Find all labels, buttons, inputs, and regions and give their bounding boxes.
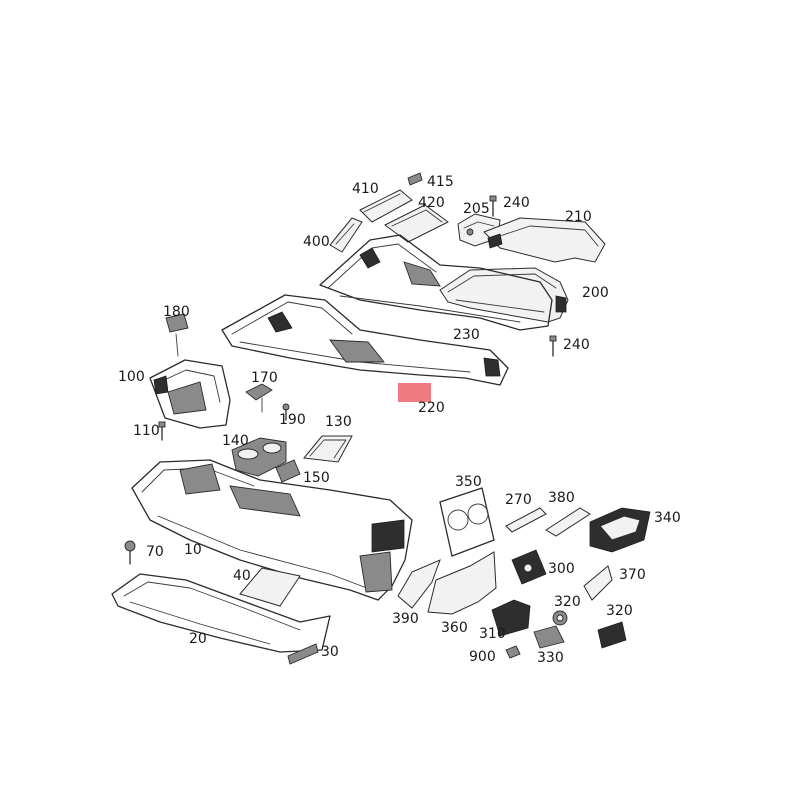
part-20-base-tray bbox=[111, 573, 331, 653]
part-270-strip bbox=[505, 507, 547, 533]
label-100: 100 bbox=[118, 369, 145, 385]
part-70-screw bbox=[124, 540, 136, 565]
part-380-strip bbox=[545, 507, 591, 537]
label-410: 410 bbox=[352, 181, 379, 197]
highlight-box bbox=[398, 383, 431, 402]
label-360: 360 bbox=[441, 620, 468, 636]
label-205: 205 bbox=[463, 201, 490, 217]
label-210: 210 bbox=[565, 209, 592, 225]
label-180: 180 bbox=[163, 304, 190, 320]
label-400: 400 bbox=[303, 234, 330, 250]
part-900-small-part bbox=[505, 645, 521, 659]
label-340: 340 bbox=[654, 510, 681, 526]
label-170: 170 bbox=[251, 370, 278, 386]
label-415: 415 bbox=[427, 174, 454, 190]
part-240-screw-right bbox=[549, 335, 557, 357]
label-30: 30 bbox=[321, 644, 339, 660]
label-240-top: 240 bbox=[503, 195, 530, 211]
part-30-clip-strip bbox=[287, 643, 319, 665]
part-140-cup-holder bbox=[231, 437, 287, 477]
part-415-clip bbox=[407, 172, 423, 186]
label-320-top: 320 bbox=[554, 594, 581, 610]
label-130: 130 bbox=[325, 414, 352, 430]
label-220: 220 bbox=[418, 400, 445, 416]
label-370: 370 bbox=[619, 567, 646, 583]
label-230: 230 bbox=[453, 327, 480, 343]
part-320-socket-a bbox=[552, 610, 568, 626]
part-labels: 415 410 420 205 240 210 400 200 180 230 … bbox=[118, 174, 681, 666]
label-150: 150 bbox=[303, 470, 330, 486]
part-360-trim bbox=[427, 551, 497, 615]
label-350: 350 bbox=[455, 474, 482, 490]
part-150-insert bbox=[275, 459, 301, 483]
part-190-screw bbox=[282, 403, 290, 421]
part-10-console-body bbox=[131, 459, 413, 601]
label-420: 420 bbox=[418, 195, 445, 211]
label-190: 190 bbox=[279, 412, 306, 428]
label-110: 110 bbox=[133, 423, 160, 439]
part-420-lid bbox=[384, 204, 449, 243]
label-300: 300 bbox=[548, 561, 575, 577]
label-140: 140 bbox=[222, 433, 249, 449]
part-100-bracket-assembly bbox=[149, 359, 231, 429]
label-310: 310 bbox=[479, 626, 506, 642]
label-390: 390 bbox=[392, 611, 419, 627]
part-170-clip bbox=[245, 383, 273, 413]
label-380: 380 bbox=[548, 490, 575, 506]
label-270: 270 bbox=[505, 492, 532, 508]
label-900: 900 bbox=[469, 649, 496, 665]
part-350-frame bbox=[439, 487, 495, 557]
part-320-socket-b bbox=[597, 621, 627, 649]
part-330-connector bbox=[533, 625, 565, 649]
part-180-module bbox=[165, 313, 189, 357]
part-130-mat bbox=[303, 435, 353, 463]
label-70: 70 bbox=[146, 544, 164, 560]
part-230-upper-console-trim bbox=[319, 234, 553, 331]
part-370-cover bbox=[583, 565, 613, 601]
label-40: 40 bbox=[233, 568, 251, 584]
label-330: 330 bbox=[537, 650, 564, 666]
part-340-switch-block bbox=[589, 507, 651, 553]
label-200: 200 bbox=[582, 285, 609, 301]
part-210-armrest-lid bbox=[483, 217, 606, 263]
part-40-pad bbox=[239, 567, 301, 607]
part-410-lid-cover bbox=[359, 189, 413, 223]
part-240-screw-top bbox=[489, 195, 497, 217]
label-10: 10 bbox=[184, 542, 202, 558]
part-310-switch bbox=[491, 599, 531, 637]
part-400-trim-panel bbox=[329, 217, 363, 253]
label-240-right: 240 bbox=[563, 337, 590, 353]
part-300-switch bbox=[511, 549, 547, 585]
part-110-screw bbox=[158, 421, 166, 441]
label-20: 20 bbox=[189, 631, 207, 647]
part-220-console-trim bbox=[221, 294, 509, 386]
label-320-right: 320 bbox=[606, 603, 633, 619]
part-390-trim bbox=[397, 559, 441, 609]
